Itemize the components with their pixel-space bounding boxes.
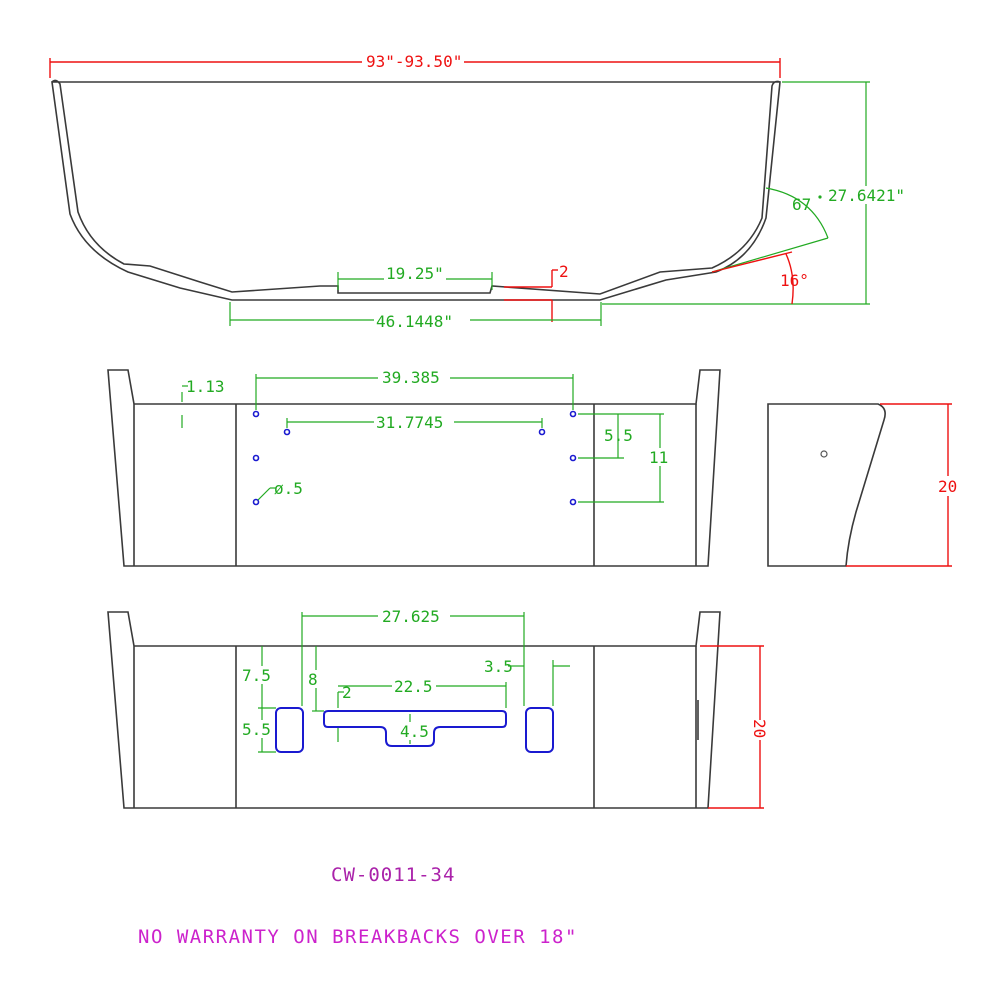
hole-dia-leader [257, 487, 271, 501]
side-angle-label: 67 [792, 195, 811, 214]
side-view-hole [820, 450, 828, 458]
side-angle-dot [818, 195, 822, 199]
part-number: CW-0011-34 [331, 864, 455, 886]
hole-right-3 [569, 454, 577, 462]
side-angle-arc [765, 187, 829, 239]
dim-7-5-bg [240, 666, 272, 684]
center-slot-label-bg [392, 677, 436, 695]
slot-right [525, 707, 554, 753]
warranty-note: NO WARRANTY ON BREAKBACKS OVER 18" [138, 926, 578, 948]
dim-5-5-label: 5.5 [242, 720, 271, 739]
dim-4-5-bg [398, 722, 430, 740]
bottom-width-label: 46.1448" [376, 312, 453, 331]
overall-width-label: 93"-93.50" [366, 52, 462, 71]
dim-2-label: 2 [342, 683, 352, 702]
slot-span-label: 27.625 [382, 607, 440, 626]
overall-width-label-bg [362, 52, 464, 70]
hole-right-4 [569, 498, 577, 506]
center-slot-label: 22.5 [394, 677, 433, 696]
front-view: 1.13 39.385 31.7745 5.5 11 ø.5 [107, 368, 721, 567]
dim-8-bg [307, 670, 321, 688]
side-height-label: 20 [938, 477, 957, 496]
bottom-angle-leader [711, 251, 793, 273]
bottom-angle-arc [785, 253, 794, 305]
hole-right-1 [569, 410, 577, 418]
rear-height-label-bg [749, 720, 771, 740]
hole-right-2 [538, 428, 546, 436]
hole-dia-label: ø.5 [274, 479, 303, 498]
rear-height-label: 20 [750, 719, 769, 738]
bottom-angle-label: 16° [780, 271, 809, 290]
recess-label-bg [384, 264, 446, 282]
front-view-outline [107, 369, 721, 567]
hole-left-2 [283, 428, 291, 436]
outer-span-label: 39.385 [382, 368, 440, 387]
edge-offset-label: 1.13 [186, 377, 225, 396]
side-height-label-bg [937, 476, 961, 496]
slot-center [323, 710, 507, 747]
side-view: 20 [767, 403, 961, 567]
bottom-width-label-bg [374, 312, 470, 330]
side-view-outline [767, 403, 886, 567]
dim-8-label: 8 [308, 670, 318, 689]
side-angle-leader [711, 237, 829, 273]
spacing-label-2-bg [648, 448, 670, 466]
depth-label: 2 [559, 262, 569, 281]
spacing-label-1: 5.5 [604, 426, 633, 445]
recess-label: 19.25" [386, 264, 444, 283]
inner-span-label: 31.7745 [376, 413, 443, 432]
spacing-label-2: 11 [649, 448, 668, 467]
outer-span-label-bg [378, 368, 450, 386]
hole-left-4 [252, 498, 260, 506]
hole-left-3 [252, 454, 260, 462]
slot-left [275, 707, 304, 753]
side-length-label: 27.6421" [828, 186, 905, 205]
side-length-label-bg [826, 186, 910, 204]
rear-view: 27.625 7.5 5.5 8 22.5 2 4.5 3.5 [107, 607, 771, 809]
dim-7-5-label: 7.5 [242, 666, 271, 685]
top-view: 93"-93.50" 19.25" 2 46.1448" 27.6421" 67 [49, 52, 910, 331]
dim-4-5-label: 4.5 [400, 722, 429, 741]
inner-span-label-bg [374, 413, 454, 431]
slot-span-label-bg [378, 607, 450, 625]
hole-left-1 [252, 410, 260, 418]
dim-3-5-label: 3.5 [484, 657, 513, 676]
dim-5-5-bg [240, 720, 272, 738]
